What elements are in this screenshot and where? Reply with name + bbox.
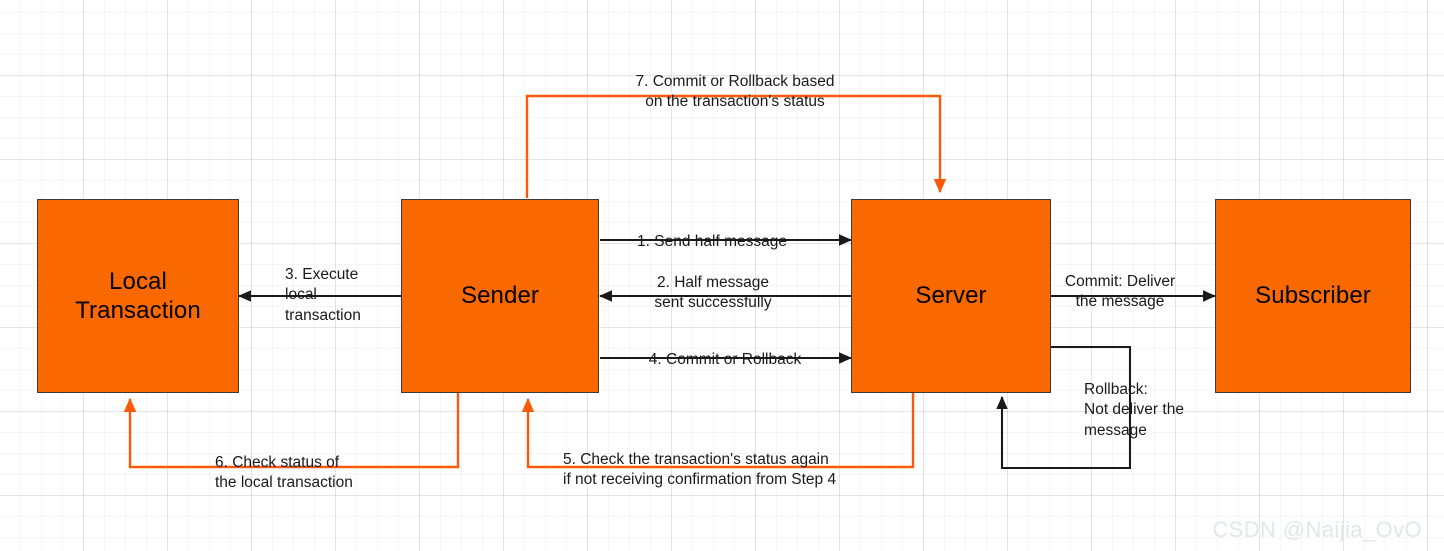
node-server[interactable]: Server [851,199,1051,393]
node-server-label: Server [915,282,987,310]
node-local-transaction-label: Local Transaction [75,267,201,324]
edge-rollback-not-deliver [996,345,1132,470]
node-subscriber[interactable]: Subscriber [1215,199,1411,393]
edge-step-6 [123,393,460,469]
node-subscriber-label: Subscriber [1255,282,1371,310]
edge-step-7 [525,94,947,198]
edge-step-5 [521,393,915,469]
node-sender-label: Sender [461,282,539,310]
node-sender[interactable]: Sender [401,199,599,393]
watermark: CSDN @Naijia_OvO [1212,517,1422,542]
node-local-transaction[interactable]: Local Transaction [37,199,239,393]
